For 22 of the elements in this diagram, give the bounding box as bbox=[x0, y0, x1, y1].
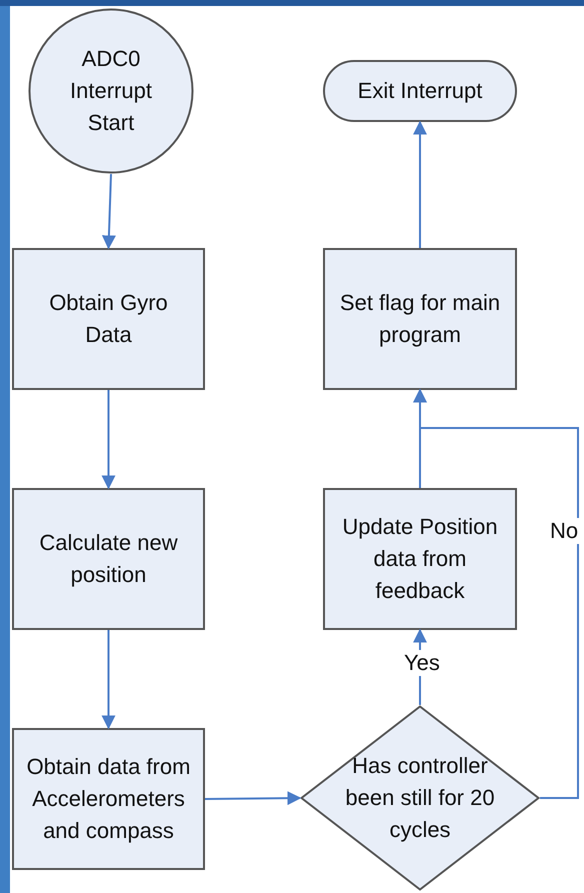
arrow bbox=[413, 388, 579, 799]
process-box bbox=[323, 488, 517, 630]
node-text: Obtain Gyro Data bbox=[48, 289, 169, 349]
node-text: Has controller been still for 20 cycles bbox=[345, 752, 495, 844]
decision-diamond bbox=[300, 705, 540, 891]
process-box bbox=[12, 248, 205, 390]
arrow bbox=[102, 630, 116, 730]
arrow bbox=[102, 390, 116, 490]
process-box bbox=[323, 248, 517, 390]
node-text: ADC0 Interrupt Start bbox=[69, 45, 153, 137]
node-text: Calculate new position bbox=[38, 529, 179, 589]
node-text: Update Position data from feedback bbox=[341, 513, 499, 605]
start-circle bbox=[28, 8, 194, 174]
node-text: Set flag for main program bbox=[338, 289, 502, 349]
arrow bbox=[204, 791, 302, 806]
node-text: Exit Interrupt bbox=[358, 77, 482, 105]
process-box bbox=[12, 488, 205, 630]
edge-label: Yes bbox=[402, 650, 442, 676]
arrow bbox=[413, 120, 427, 248]
arrow bbox=[102, 174, 116, 250]
process-box bbox=[12, 728, 205, 870]
node-text: Obtain data from Accelerometers and compass bbox=[26, 753, 192, 845]
